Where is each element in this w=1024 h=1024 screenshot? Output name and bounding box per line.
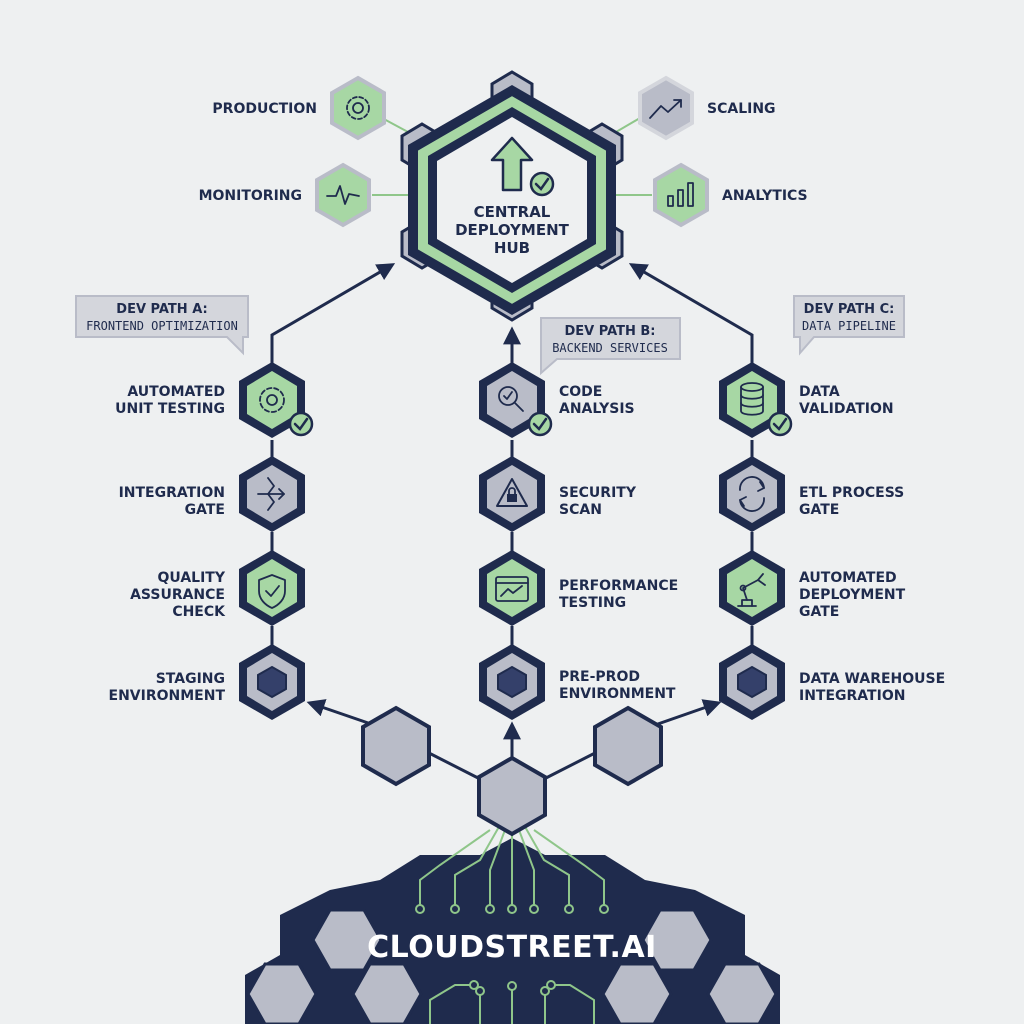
pulse-icon: [326, 185, 360, 205]
callout-title: DEV PATH C:: [804, 302, 895, 317]
hexagon-icon: [257, 665, 287, 699]
stage-label-line2: TESTING: [559, 595, 626, 611]
stage-label-line2: DEPLOYMENT: [799, 587, 906, 603]
upload-arrow-check-icon: [490, 136, 555, 197]
base-hex: [706, 962, 778, 1024]
stage-code-analysis[interactable]: CODE ANALYSIS: [479, 362, 635, 438]
stage-label-line3: GATE: [799, 604, 839, 620]
satellite-scaling[interactable]: SCALING: [638, 75, 776, 141]
stage-label-line1: AUTOMATED: [127, 384, 225, 400]
stage-label-line2: ENVIRONMENT: [109, 688, 226, 704]
stage-label-line2: ASSURANCE: [130, 587, 225, 603]
magnifier-check-icon: [498, 386, 524, 412]
bar-chart-icon: [667, 182, 694, 207]
stage-label-line2: GATE: [799, 502, 839, 518]
stage-label-line1: PERFORMANCE: [559, 578, 678, 594]
satellite-label: ANALYTICS: [722, 188, 808, 204]
callout-subtitle: FRONTEND OPTIMIZATION: [86, 319, 238, 333]
stage-performance-testing[interactable]: PERFORMANCE TESTING: [479, 550, 678, 626]
stage-label-line1: INTEGRATION: [119, 485, 225, 501]
stage-quality-assurance-check[interactable]: QUALITY ASSURANCE CHECK: [130, 550, 305, 626]
base-hex: [246, 962, 318, 1024]
check-badge-icon: [288, 411, 314, 437]
callout-title: DEV PATH A:: [116, 302, 207, 317]
satellite-label: MONITORING: [199, 188, 302, 204]
stage-label-line2: ENVIRONMENT: [559, 686, 676, 702]
shield-check-icon: [258, 574, 286, 609]
callout-path-c: DEV PATH C: DATA PIPELINE: [793, 295, 905, 356]
gear-icon: [259, 387, 285, 413]
gear-icon: [346, 96, 370, 120]
stage-automated-unit-testing[interactable]: AUTOMATED UNIT TESTING: [115, 362, 314, 438]
base-hex: [351, 962, 423, 1024]
brand-name: CLOUDSTREET.AI: [367, 930, 657, 965]
base-hex: [641, 908, 713, 972]
refresh-icon: [739, 476, 765, 512]
stage-label-line1: SECURITY: [559, 485, 637, 501]
stage-label-line2: SCAN: [559, 502, 602, 518]
satellite-analytics[interactable]: ANALYTICS: [653, 162, 808, 228]
stage-etl-process-gate[interactable]: ETL PROCESS GATE: [719, 456, 904, 532]
brand-base-cluster: CLOUDSTREET.AI: [245, 820, 780, 1024]
hub-label-line3: HUB: [494, 239, 530, 257]
stage-integration-gate[interactable]: INTEGRATION GATE: [119, 456, 305, 532]
stage-label-line3: CHECK: [172, 604, 226, 620]
browser-chart-icon: [495, 576, 529, 602]
stage-label-line2: GATE: [185, 502, 225, 518]
branch-hex-right: [593, 705, 663, 787]
hub-label-line1: CENTRAL: [474, 203, 551, 221]
stage-label-line1: DATA WAREHOUSE: [799, 671, 945, 687]
stage-label-line1: CODE: [559, 384, 602, 400]
hub-label-line2: DEPLOYMENT: [455, 221, 570, 239]
stage-data-warehouse-integration[interactable]: DATA WAREHOUSE INTEGRATION: [719, 644, 945, 720]
satellite-label: PRODUCTION: [212, 101, 317, 117]
callout-title: DEV PATH B:: [564, 324, 655, 339]
stage-label-line1: DATA: [799, 384, 840, 400]
satellite-label: SCALING: [707, 101, 776, 117]
stage-data-validation[interactable]: DATA VALIDATION: [719, 362, 894, 438]
stage-label-line1: ETL PROCESS: [799, 485, 904, 501]
root-hex: [477, 755, 547, 837]
stage-label-line2: INTEGRATION: [799, 688, 905, 704]
check-badge-icon: [767, 411, 793, 437]
callout-subtitle: DATA PIPELINE: [802, 319, 896, 333]
merge-arrows-icon: [257, 477, 285, 511]
stage-pre-prod-environment[interactable]: PRE-PROD ENVIRONMENT: [479, 644, 676, 720]
stage-label-line1: QUALITY: [158, 570, 226, 586]
stage-security-scan[interactable]: SECURITY SCAN: [479, 456, 637, 532]
callout-path-a: DEV PATH A: FRONTEND OPTIMIZATION: [75, 295, 249, 356]
hexagon-icon: [497, 665, 527, 699]
stage-label-line1: AUTOMATED: [799, 570, 897, 586]
stage-label-line2: UNIT TESTING: [115, 401, 225, 417]
satellite-production[interactable]: PRODUCTION: [212, 75, 386, 141]
robot-arm-icon: [737, 573, 766, 607]
database-icon: [740, 382, 764, 416]
stage-label-line2: ANALYSIS: [559, 401, 635, 417]
stage-staging-environment[interactable]: STAGING ENVIRONMENT: [109, 644, 305, 720]
callout-subtitle: BACKEND SERVICES: [552, 341, 668, 355]
base-hex: [311, 908, 383, 972]
trend-up-icon: [649, 99, 682, 119]
check-badge-icon: [527, 411, 553, 437]
stage-label-line1: PRE-PROD: [559, 669, 640, 685]
stage-automated-deployment-gate[interactable]: AUTOMATED DEPLOYMENT GATE: [719, 550, 906, 626]
callout-path-b: DEV PATH B: BACKEND SERVICES: [540, 317, 681, 376]
base-hex: [601, 962, 673, 1024]
central-hub[interactable]: CENTRAL DEPLOYMENT HUB: [400, 70, 624, 322]
warning-lock-icon: [496, 478, 528, 507]
branch-hex-left: [361, 705, 431, 787]
stage-label-line1: STAGING: [156, 671, 225, 687]
hexagon-icon: [737, 665, 767, 699]
satellite-monitoring[interactable]: MONITORING: [199, 162, 371, 228]
stage-label-line2: VALIDATION: [799, 401, 894, 417]
